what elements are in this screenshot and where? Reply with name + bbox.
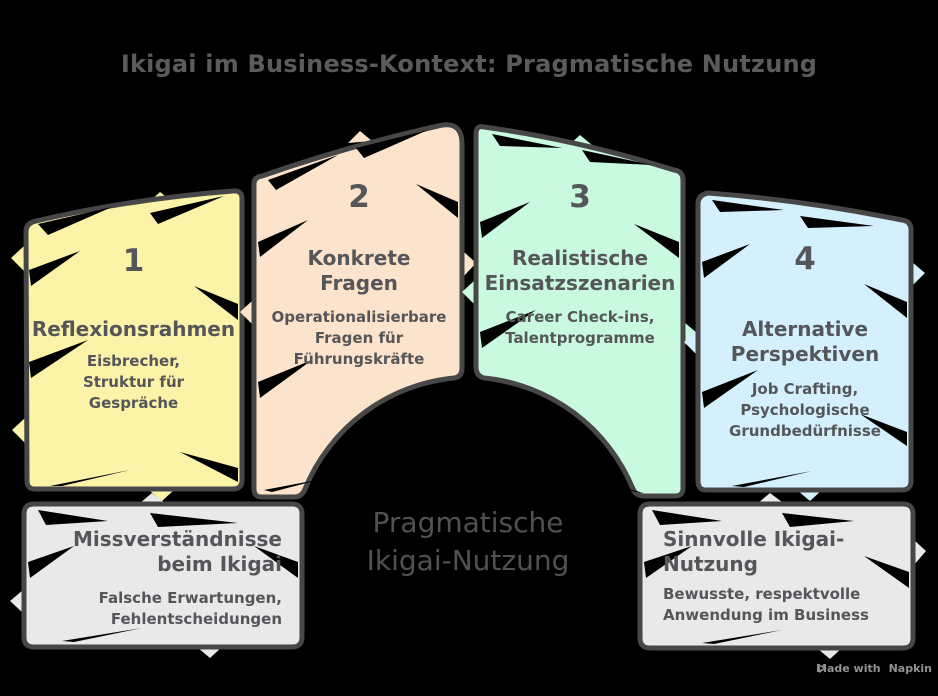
segment-2-number: 2 <box>348 179 370 215</box>
made-with-napkin-watermark: Made with Napkin <box>816 662 932 675</box>
note-box-left-shape <box>10 493 305 658</box>
torn-edge-decoration <box>480 134 679 493</box>
watermark-brand-label: Napkin <box>888 662 932 675</box>
torn-edge-decoration <box>29 196 238 486</box>
note-box-right-shape <box>637 493 926 659</box>
segment-1-shape <box>11 188 245 501</box>
segment-1-number: 1 <box>122 243 145 279</box>
watermark-made-with-label: Made with <box>816 662 881 675</box>
segment-1-subtitle: Eisbrecher, Struktur für Gespräche <box>82 352 185 412</box>
segment-3-title: Realistische Einsatzszenarien <box>484 246 676 295</box>
segment-4-shape <box>684 190 925 501</box>
segment-4-number: 4 <box>794 241 816 277</box>
torn-edge-decoration <box>644 510 909 644</box>
segment-1-title: Reflexionsrahmen <box>31 317 236 341</box>
torn-edge-decoration <box>28 510 298 642</box>
segment-2-subtitle: Operationalisierbare Fragen für Führungs… <box>271 308 447 368</box>
note-left-subtitle: Falsche Erwartungen, Fehlentscheidungen <box>98 589 282 628</box>
segment-3-shape <box>462 124 697 499</box>
segment-2-shape <box>240 122 476 500</box>
segment-2-title: Konkrete Fragen <box>307 246 411 295</box>
segment-4-subtitle: Job Crafting, Psychologische Grundbedürf… <box>729 380 881 440</box>
note-left-title: Missverständnisse beim Ikigai <box>72 527 282 576</box>
segment-3-subtitle: Career Check-ins, Talentprogramme <box>505 308 655 347</box>
segment-4-title: Alternative Perspektiven <box>730 317 880 366</box>
segment-3-number: 3 <box>569 179 591 215</box>
center-arch-label: Pragmatische Ikigai-Nutzung <box>366 506 570 577</box>
note-right-subtitle: Bewusste, respektvolle Anwendung im Busi… <box>663 585 869 624</box>
torn-edge-decoration <box>258 130 458 492</box>
diagram-title: Ikigai im Business-Kontext: Pragmatische… <box>120 50 818 78</box>
note-right-title: Sinnvolle Ikigai- Nutzung <box>663 527 845 576</box>
torn-edge-decoration <box>702 200 907 487</box>
